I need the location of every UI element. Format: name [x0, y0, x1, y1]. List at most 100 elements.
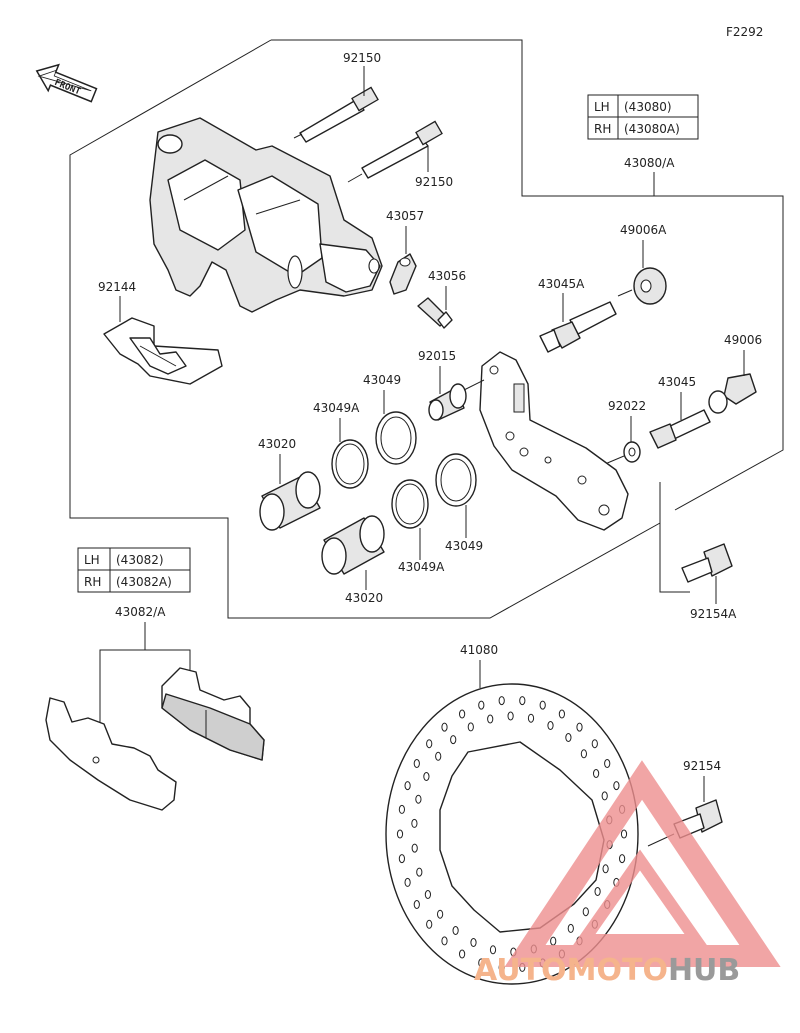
- disc-hole: [437, 909, 444, 919]
- label-92154: 92154: [683, 759, 721, 773]
- disc-hole: [580, 749, 588, 759]
- disc-hole: [594, 887, 601, 896]
- label-49006A: 49006A: [620, 223, 667, 237]
- disc-hole: [582, 907, 589, 917]
- disc-hole: [411, 818, 418, 828]
- part-43049A-seal-upper: [331, 439, 369, 489]
- label-92154A: 92154A: [690, 607, 737, 621]
- part-43056-bleeder: [417, 297, 453, 329]
- label-43045A: 43045A: [538, 277, 585, 291]
- disc-hole: [519, 696, 526, 706]
- disc-hole: [558, 709, 566, 719]
- disc-hole: [426, 919, 433, 929]
- label-92150-top: 92150: [343, 51, 381, 65]
- figure-code: F2292: [726, 25, 763, 39]
- label-43082A: 43082/A: [115, 605, 166, 619]
- disc-hole: [413, 759, 420, 768]
- watermark-text-part2: HUB: [668, 953, 740, 988]
- disc-hole: [411, 843, 418, 853]
- disc-hole: [478, 700, 485, 710]
- disc-hole: [404, 877, 411, 887]
- label-43049-lower: 43049: [445, 539, 483, 553]
- part-92015-bushing: [428, 383, 467, 421]
- label-43049-upper: 43049: [363, 373, 401, 387]
- bolt-leader: [659, 523, 690, 593]
- label-49006: 49006: [724, 333, 762, 347]
- label-43049A-lower: 43049A: [398, 560, 445, 574]
- table-43082-lh-code: (43082): [116, 553, 164, 567]
- table-43082: LH (43082) RH (43082A): [77, 547, 191, 593]
- part-43045-pin: [649, 409, 711, 449]
- table-43080-rh-code: (43080A): [624, 122, 680, 136]
- part-43049-seal-upper: [375, 411, 417, 465]
- disc-hole: [601, 791, 608, 801]
- part-43057-clip: [389, 253, 417, 295]
- table-43080-rh-side: RH: [594, 122, 611, 136]
- caliper-body: [149, 117, 383, 313]
- label-43057: 43057: [386, 209, 424, 223]
- part-43020-piston-upper: [259, 471, 321, 531]
- part-brake-pad-left: [45, 697, 177, 811]
- label-92144: 92144: [98, 280, 136, 294]
- disc-hole: [550, 936, 557, 946]
- disc-hole: [567, 923, 574, 933]
- part-92154A-bolt: [681, 543, 733, 583]
- disc-hole: [459, 709, 466, 719]
- disc-hole: [452, 926, 459, 935]
- disc-hole: [478, 958, 485, 968]
- label-92015: 92015: [418, 349, 456, 363]
- disc-hole: [470, 938, 477, 947]
- disc-hole: [459, 949, 466, 959]
- label-43045: 43045: [658, 375, 696, 389]
- disc-hole: [620, 829, 628, 839]
- disc-hole: [565, 733, 572, 742]
- disc-hole: [593, 769, 600, 778]
- disc-hole: [498, 962, 505, 972]
- table-43082-rh-code: (43082A): [116, 575, 172, 589]
- disc-hole: [613, 781, 620, 791]
- pin-92150-top: [299, 86, 379, 143]
- disc-hole: [398, 804, 405, 814]
- label-43020-lower: 43020: [345, 591, 383, 605]
- label-41080: 41080: [460, 643, 498, 657]
- disc-hole: [398, 854, 405, 864]
- part-brake-pad-right: [161, 667, 265, 761]
- disc-hole: [426, 739, 433, 749]
- disc-hole: [547, 721, 554, 730]
- disc-hole: [527, 713, 535, 723]
- label-43049A-upper: 43049A: [313, 401, 360, 415]
- table-43080: LH (43080) RH (43080A): [587, 94, 699, 140]
- front-arrow-icon: FRONT: [35, 63, 98, 103]
- disc-hole: [498, 696, 505, 706]
- watermark-text-part1: AUTOMOTO: [474, 953, 668, 988]
- table-43080-lh-side: LH: [594, 100, 610, 114]
- label-92022: 92022: [608, 399, 646, 413]
- watermark-logo: [504, 760, 781, 967]
- table-43082-rh-side: RH: [84, 575, 101, 589]
- assembly-outline-left: [69, 39, 661, 619]
- label-43080A: 43080/A: [624, 156, 675, 170]
- disc-hole: [487, 714, 494, 724]
- label-43020-upper: 43020: [258, 437, 296, 451]
- disc-hole: [435, 751, 442, 761]
- disc-holes: [396, 696, 628, 972]
- part-49006A-boot: [633, 267, 667, 305]
- part-43049-seal-lower: [435, 453, 477, 507]
- part-49006-boot: [708, 373, 757, 414]
- disc-hole: [396, 829, 404, 839]
- disc-hole: [489, 945, 497, 955]
- disc-hole: [450, 735, 457, 745]
- disc-hole: [413, 900, 420, 909]
- label-43056: 43056: [428, 269, 466, 283]
- disc-hole: [424, 890, 431, 899]
- part-43045A-pin: [539, 301, 617, 353]
- part-92144-pad-spring: [103, 317, 223, 385]
- part-bracket: [479, 351, 629, 531]
- disc-hole: [423, 772, 430, 781]
- disc-hole: [441, 936, 448, 946]
- disc-hole: [591, 739, 598, 749]
- watermark-text: AUTOMOTOHUB: [474, 953, 740, 988]
- disc-hole: [539, 700, 546, 710]
- part-43049A-seal-lower: [391, 479, 429, 529]
